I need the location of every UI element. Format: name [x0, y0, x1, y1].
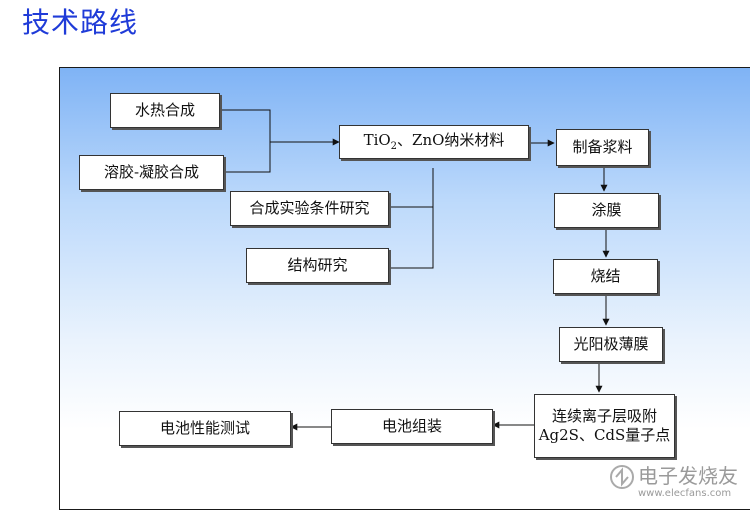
- box-coating-label: 涂膜: [591, 201, 622, 220]
- box-photoanode: 光阳极薄膜: [559, 327, 663, 362]
- box-conditions-label: 合成实验条件研究: [249, 199, 370, 218]
- box-slurry: 制备浆料: [556, 129, 649, 166]
- box-structure: 结构研究: [246, 248, 389, 283]
- box-coating: 涂膜: [554, 193, 659, 228]
- box-adsorption: 连续离子层吸附 Ag2S、CdS量子点: [534, 394, 675, 458]
- box-testing: 电池性能测试: [119, 411, 291, 446]
- watermark-url: www.elecfans.com: [638, 488, 732, 499]
- elecfans-logo-icon: [610, 465, 634, 489]
- box-adsorption-label-2: Ag2S、CdS量子点: [538, 426, 671, 444]
- page-title: 技术路线: [22, 6, 139, 39]
- box-adsorption-label-1: 连续离子层吸附: [551, 407, 657, 426]
- box-sintering: 烧结: [553, 259, 658, 294]
- box-solgel: 溶胶-凝胶合成: [79, 155, 224, 190]
- box-assembly: 电池组装: [331, 409, 493, 444]
- box-assembly-label: 电池组装: [381, 417, 442, 436]
- box-photoanode-label: 光阳极薄膜: [573, 335, 649, 354]
- watermark-name: 电子发烧友: [638, 464, 738, 488]
- box-slurry-label: 制备浆料: [572, 138, 633, 157]
- box-testing-label: 电池性能测试: [159, 419, 250, 438]
- box-sintering-label: 烧结: [590, 267, 621, 286]
- watermark: 电子发烧友 www.elecfans.com: [608, 458, 743, 504]
- box-conditions: 合成实验条件研究: [230, 191, 389, 226]
- connector-research: [389, 168, 434, 269]
- box-hydrothermal-label: 水热合成: [134, 101, 195, 120]
- box-material: TiO2、ZnO纳米材料: [339, 125, 529, 159]
- box-material-label: TiO2、ZnO纳米材料: [363, 130, 505, 152]
- box-solgel-label: 溶胶-凝胶合成: [103, 163, 200, 182]
- box-structure-label: 结构研究: [287, 256, 348, 275]
- box-hydrothermal: 水热合成: [110, 93, 220, 128]
- connector-hydrothermal: [220, 109, 271, 173]
